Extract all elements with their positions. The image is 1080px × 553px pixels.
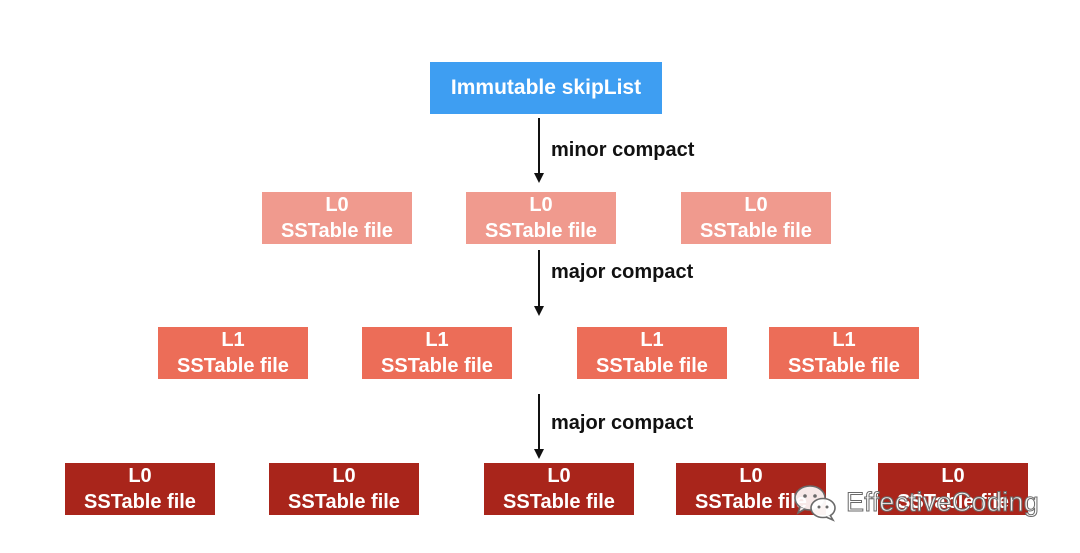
file-label: SSTable file (695, 491, 807, 513)
level-label: L0 (941, 465, 965, 487)
file-label: SSTable file (281, 220, 393, 242)
level-label: L1 (425, 329, 449, 351)
level-label: L0 (744, 194, 768, 216)
sstable-node-row2: L0 SSTable file (65, 463, 215, 515)
file-label: SSTable file (788, 355, 900, 377)
file-label: SSTable file (485, 220, 597, 242)
immutable-skiplist-node: Immutable skipList (430, 62, 662, 114)
watermark-text: EffectiveCoding (845, 486, 1040, 517)
level-label: L0 (332, 465, 356, 487)
level-label: L1 (832, 329, 856, 351)
sstable-node-row1: L1 SSTable file (577, 327, 727, 379)
watermark: EffectiveCoding (792, 480, 1054, 524)
file-label: SSTable file (596, 355, 708, 377)
file-label: SSTable file (897, 491, 1009, 513)
file-label: SSTable file (700, 220, 812, 242)
file-label: SSTable file (381, 355, 493, 377)
sstable-node-row2: L0 SSTable file (269, 463, 419, 515)
sstable-node-row1: L1 SSTable file (158, 327, 308, 379)
file-label: SSTable file (503, 491, 615, 513)
immutable-skiplist-label: Immutable skipList (450, 76, 642, 99)
wechat-icon (794, 485, 836, 522)
level-label: L0 (739, 465, 763, 487)
level-label: L0 (529, 194, 553, 216)
file-label: SSTable file (177, 355, 289, 377)
sstable-node-row2: L0 SSTable file (484, 463, 634, 515)
sstable-node-row1: L1 SSTable file (362, 327, 512, 379)
sstable-node-row0: L0 SSTable file (681, 192, 831, 244)
sstable-node-row0: L0 SSTable file (466, 192, 616, 244)
file-label: SSTable file (84, 491, 196, 513)
level-label: L1 (221, 329, 245, 351)
level-label: L0 (547, 465, 571, 487)
level-label: L1 (640, 329, 664, 351)
sstable-node-row0: L0 SSTable file (262, 192, 412, 244)
arrow-label-major-compact-2: major compact (551, 412, 694, 434)
file-label: SSTable file (288, 491, 400, 513)
level-label: L0 (325, 194, 349, 216)
arrow-label-major-compact-1: major compact (551, 261, 694, 283)
level-label: L0 (128, 465, 152, 487)
sstable-node-row2: L0 SSTable file (878, 463, 1028, 515)
arrow-label-minor-compact: minor compact (551, 139, 695, 161)
sstable-node-row1: L1 SSTable file (769, 327, 919, 379)
